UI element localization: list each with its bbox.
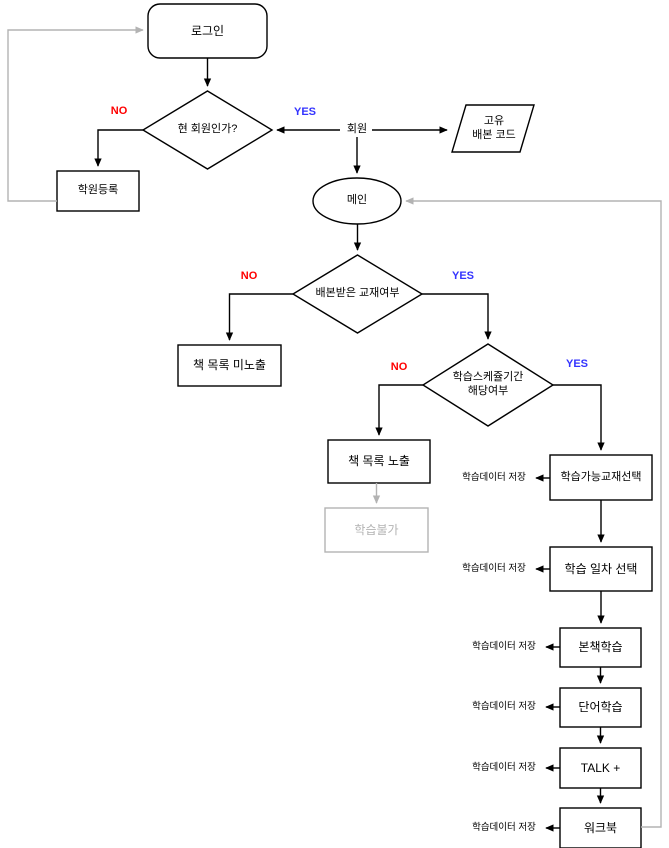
node-select-day-shape <box>549 546 653 592</box>
node-login-shape <box>147 3 268 59</box>
save-label-word-study: 학습데이터 저장 <box>472 701 536 713</box>
node-academy-signup-shape <box>56 170 140 212</box>
node-talk-plus-shape <box>559 747 642 789</box>
edge-label-has-textbook-yes: YES <box>451 270 474 283</box>
node-main-shape <box>312 177 402 225</box>
save-label-talk-plus: 학습데이터 저장 <box>472 762 536 774</box>
edge-schedule-yes-to-select-textbook <box>553 384 605 451</box>
save-label-workbook: 학습데이터 저장 <box>472 822 536 834</box>
node-has-textbook-shape <box>291 254 424 334</box>
node-cannot-study-shape <box>324 507 429 553</box>
node-book-list-hidden-shape <box>177 344 282 387</box>
edge-is-member-no-to-academy-signup <box>94 129 143 167</box>
edge-has-textbook-yes-to-schedule-period <box>422 293 492 340</box>
junction-member-label: 회원 <box>346 123 368 136</box>
node-unique-code-shape <box>451 104 535 153</box>
node-is-member-shape <box>141 90 274 170</box>
edge-has-textbook-no-to-book-list-hidden <box>225 293 293 341</box>
edge-label-schedule-yes: YES <box>565 358 588 371</box>
save-label-select-day: 학습데이터 저장 <box>462 563 526 575</box>
save-label-main-book-study: 학습데이터 저장 <box>472 641 536 653</box>
node-main-book-study-shape <box>559 627 642 668</box>
edge-academy-signup-to-login-loop <box>7 26 144 202</box>
edge-label-is-member-no: NO <box>110 105 128 118</box>
edge-label-is-member-yes: YES <box>293 106 316 119</box>
node-select-textbook-shape <box>549 454 653 501</box>
edge-schedule-no-to-book-list-shown <box>375 384 423 436</box>
edge-label-schedule-no: NO <box>390 361 408 374</box>
node-workbook-shape <box>559 807 642 848</box>
node-word-study-shape <box>559 687 642 728</box>
node-schedule-period-shape <box>421 343 555 427</box>
edge-label-has-textbook-no: NO <box>240 270 258 283</box>
save-label-select-textbook: 학습데이터 저장 <box>462 472 526 484</box>
node-book-list-shown-shape <box>327 439 431 484</box>
edge-workbook-to-main-loop <box>405 197 662 828</box>
